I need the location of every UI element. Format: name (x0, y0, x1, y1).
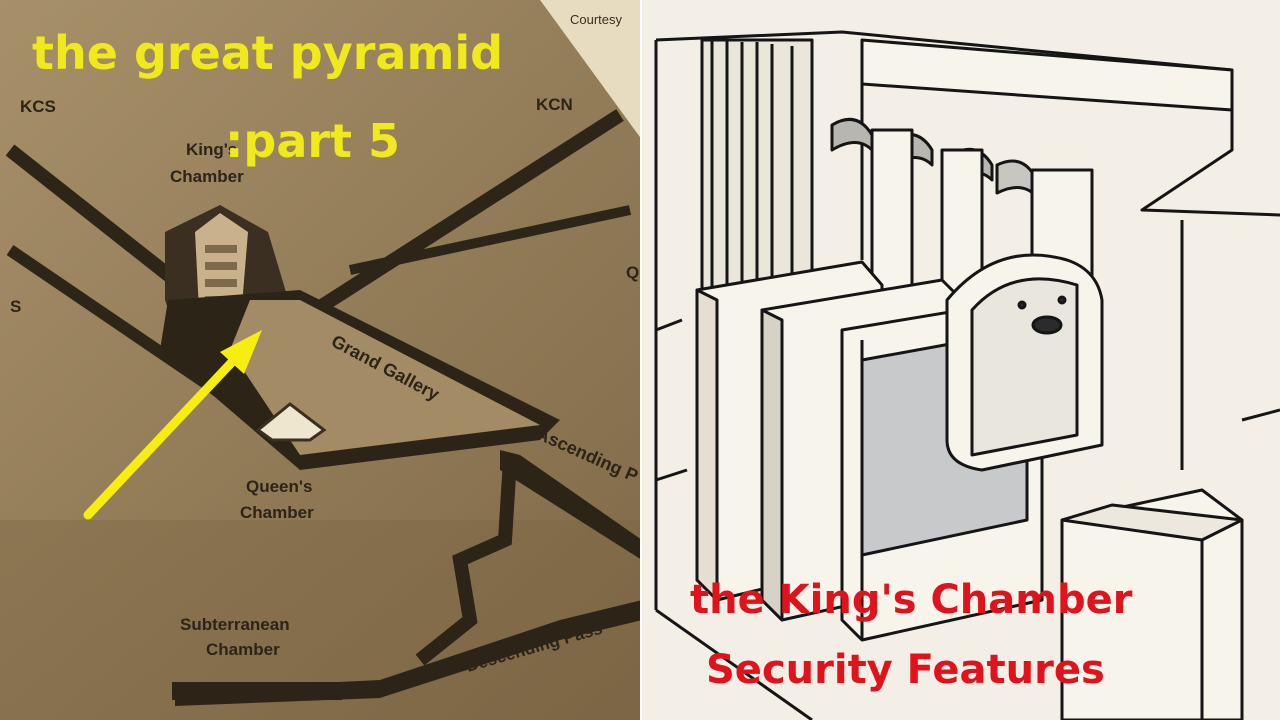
kings-chamber-label-line2: Chamber (170, 167, 244, 186)
caption-line1: the King's Chamber (690, 577, 1133, 623)
kcs-label: KCS (20, 97, 56, 116)
video-title-line2: :part 5 (225, 114, 401, 168)
subterranean-chamber-label-line1: Subterranean (180, 615, 290, 634)
queens-chamber-label-line2: Chamber (240, 503, 314, 522)
edge-s-label: S (10, 297, 21, 316)
pyramid-diagram: Courtesy KCS KCN King's Chamber Grand Ga… (0, 0, 642, 720)
kings-chamber-drawing-panel: the King's Chamber Security Features (642, 0, 1280, 720)
yellow-arrow-icon (83, 330, 262, 520)
kcn-label: KCN (536, 95, 573, 114)
kings-chamber-drawing (654, 30, 1280, 720)
edge-q-label: Q (626, 263, 639, 282)
subterranean-chamber-label-line2: Chamber (206, 640, 280, 659)
queens-chamber-label-line1: Queen's (246, 477, 312, 496)
kings-chamber-label-line1: King's (186, 140, 237, 159)
pyramid-cross-section-panel: Courtesy KCS KCN King's Chamber Grand Ga… (0, 0, 642, 720)
caption-line2: Security Features (706, 647, 1105, 693)
video-title-line1: the great pyramid (32, 26, 504, 80)
courtesy-label: Courtesy (570, 12, 623, 27)
